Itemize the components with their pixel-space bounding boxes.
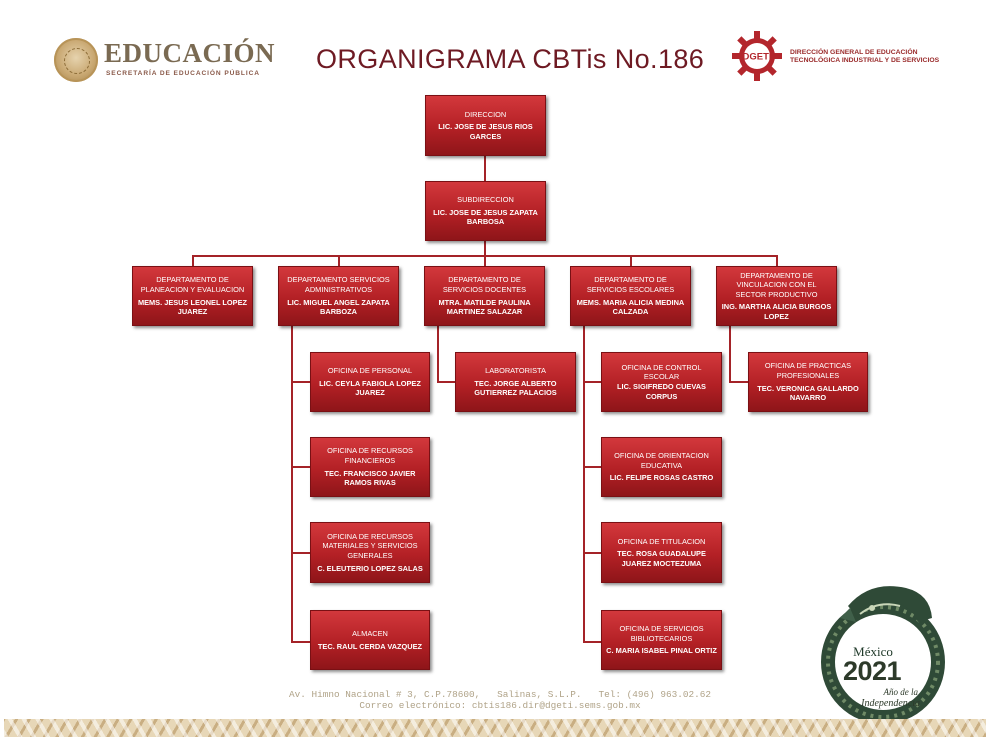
connector-line — [729, 381, 748, 383]
dgeti-line-1: DIRECCIÓN GENERAL DE EDUCACIÓN — [790, 49, 918, 56]
footer-contact: Av. Himno Nacional # 3, C.P.78600, Salin… — [200, 689, 800, 711]
connector-line — [291, 381, 310, 383]
emblem-independencia: Independencia — [861, 698, 920, 709]
box-dept-docentes: DEPARTAMENTO DE SERVICIOS DOCENTES MTRA.… — [424, 266, 545, 326]
connector-line — [291, 641, 310, 643]
box-title: OFICINA DE CONTROL ESCOLAR — [621, 362, 702, 382]
footer-address: Av. Himno Nacional # 3, C.P.78600, Salin… — [289, 689, 711, 700]
box-name: LIC. JOSE DE JESUS ZAPATA BARBOSA — [433, 207, 538, 227]
connector-line — [630, 255, 632, 267]
connector-line — [437, 381, 455, 383]
mexico-2021-emblem-icon — [821, 586, 945, 720]
box-almacen: ALMACEN TEC. RAUL CERDA VAZQUEZ — [310, 610, 430, 670]
connector-line — [338, 255, 340, 267]
connector-line — [583, 381, 601, 383]
box-oficina-practicas: OFICINA DE PRACTICAS PROFESIONALES TEC. … — [748, 352, 868, 412]
connector-line — [583, 552, 601, 554]
box-name: TEC. VERONICA GALLARDO NAVARRO — [757, 383, 859, 403]
box-dept-administrativos: DEPARTAMENTO SERVICIOS ADMINISTRATIVOS L… — [278, 266, 399, 326]
box-subdireccion: SUBDIRECCION LIC. JOSE DE JESUS ZAPATA B… — [425, 181, 546, 241]
box-name: LIC. MIGUEL ANGEL ZAPATA BARBOZA — [287, 297, 390, 317]
sep-seal-icon — [54, 38, 98, 82]
box-title: SUBDIRECCION — [457, 195, 514, 205]
box-dept-planeacion: DEPARTAMENTO DE PLANEACION Y EVALUACION … — [132, 266, 253, 326]
box-title: ALMACEN — [352, 628, 388, 638]
connector-line — [583, 641, 601, 643]
box-oficina-recursos-materiales: OFICINA DE RECURSOS MATERIALES Y SERVICI… — [310, 522, 430, 583]
box-name: C. MARIA ISABEL PINAL ORTIZ — [606, 646, 717, 656]
connector-line — [291, 326, 293, 643]
box-title: OFICINA DE SERVICIOS BIBLIOTECARIOS — [619, 624, 704, 643]
box-direccion: DIRECCION LIC. JOSE DE JESUS RIOS GARCES — [425, 95, 546, 156]
box-dept-escolares: DEPARTAMENTO DE SERVICIOS ESCOLARES MEMS… — [570, 266, 691, 326]
box-name: MTRA. MATILDE PAULINA MARTINEZ SALAZAR — [438, 297, 531, 317]
box-title: LABORATORISTA — [485, 366, 546, 376]
educacion-logo-subtitle: SECRETARÍA DE EDUCACIÓN PÚBLICA — [106, 70, 260, 77]
box-title: OFICINA DE PRACTICAS PROFESIONALES — [764, 361, 852, 380]
box-title: DEPARTAMENTO DE VINCULACION CON EL SECTO… — [735, 270, 818, 299]
connector-line — [583, 326, 585, 643]
box-title: OFICINA DE TITULACION — [617, 536, 706, 546]
box-name: TEC. ROSA GUADALUPE JUAREZ MOCTEZUMA — [617, 549, 706, 568]
box-oficina-orientacion: OFICINA DE ORIENTACION EDUCATIVA LIC. FE… — [601, 437, 722, 497]
box-name: LIC. JOSE DE JESUS RIOS GARCES — [438, 122, 533, 141]
connector-line — [192, 255, 194, 267]
box-oficina-control-escolar: OFICINA DE CONTROL ESCOLAR LIC. SIGIFRED… — [601, 352, 722, 412]
box-name: TEC. FRANCISCO JAVIER RAMOS RIVAS — [324, 468, 416, 488]
box-name: TEC. JORGE ALBERTO GUTIERREZ PALACIOS — [474, 378, 557, 398]
box-name: LIC. FELIPE ROSAS CASTRO — [609, 473, 714, 483]
box-name: C. ELEUTERIO LOPEZ SALAS — [317, 563, 423, 573]
dgeti-name: DIRECCIÓN GENERAL DE EDUCACIÓN TECNOLÓGI… — [790, 49, 939, 66]
box-laboratorista: LABORATORISTA TEC. JORGE ALBERTO GUTIERR… — [455, 352, 576, 412]
connector-line — [291, 466, 310, 468]
box-title: OFICINA DE PERSONAL — [327, 366, 413, 376]
box-name: ING. MARTHA ALICIA BURGOS LOPEZ — [721, 302, 832, 321]
box-name: TEC. RAUL CERDA VAZQUEZ — [317, 641, 423, 651]
dgeti-gear-logo-icon: DGETI — [732, 31, 782, 81]
connector-line — [437, 326, 439, 383]
box-title: DEPARTAMENTO DE SERVICIOS DOCENTES — [442, 275, 527, 294]
box-name: MEMS. JESUS LEONEL LOPEZ JUAREZ — [137, 297, 248, 317]
connector-line — [484, 241, 486, 256]
connector-line — [776, 255, 778, 267]
box-title: DEPARTAMENTO DE PLANEACION Y EVALUACION — [140, 275, 245, 294]
emblem-year: 2021 — [842, 656, 902, 686]
box-title: DEPARTAMENTO SERVICIOS ADMINISTRATIVOS — [287, 275, 390, 294]
box-title: DEPARTAMENTO DE SERVICIOS ESCOLARES — [586, 275, 675, 294]
educacion-logo-title: EDUCACIÓN — [104, 38, 276, 68]
box-oficina-personal: OFICINA DE PERSONAL LIC. CEYLA FABIOLA L… — [310, 352, 430, 412]
box-oficina-recursos-financieros: OFICINA DE RECURSOS FINANCIEROS TEC. FRA… — [310, 437, 430, 497]
box-oficina-bibliotecarios: OFICINA DE SERVICIOS BIBLIOTECARIOS C. M… — [601, 610, 722, 670]
connector-line — [729, 326, 731, 383]
box-name: LIC. CEYLA FABIOLA LOPEZ JUAREZ — [319, 378, 421, 398]
emblem-ano-de-la: Año de la — [883, 687, 919, 697]
box-oficina-titulacion: OFICINA DE TITULACION TEC. ROSA GUADALUP… — [601, 522, 722, 583]
footer-email: Correo electrónico: cbtis186.dir@dgeti.s… — [359, 700, 641, 711]
box-title: OFICINA DE ORIENTACION EDUCATIVA — [614, 451, 709, 470]
box-title: OFICINA DE RECURSOS MATERIALES Y SERVICI… — [322, 531, 418, 560]
page-title: ORGANIGRAMA CBTis No.186 — [316, 44, 705, 74]
box-title: OFICINA DE RECURSOS FINANCIEROS — [327, 446, 413, 465]
box-title: DIRECCION — [464, 109, 507, 119]
dgeti-line-2: TECNOLÓGICA INDUSTRIAL Y DE SERVICIOS — [790, 57, 940, 65]
connector-line — [291, 552, 310, 554]
box-dept-vinculacion: DEPARTAMENTO DE VINCULACION CON EL SECTO… — [716, 266, 837, 326]
dgeti-logo-text: DGETI — [742, 52, 771, 63]
connector-line — [484, 255, 486, 267]
box-name: MEMS. MARIA ALICIA MEDINA CALZADA — [576, 297, 685, 317]
connector-line — [583, 466, 601, 468]
emblem-mexico: México — [853, 644, 893, 659]
decorative-footer-band — [4, 719, 986, 737]
box-name: LIC. SIGIFREDO CUEVAS CORPUS — [617, 382, 706, 401]
connector-line — [484, 156, 486, 181]
